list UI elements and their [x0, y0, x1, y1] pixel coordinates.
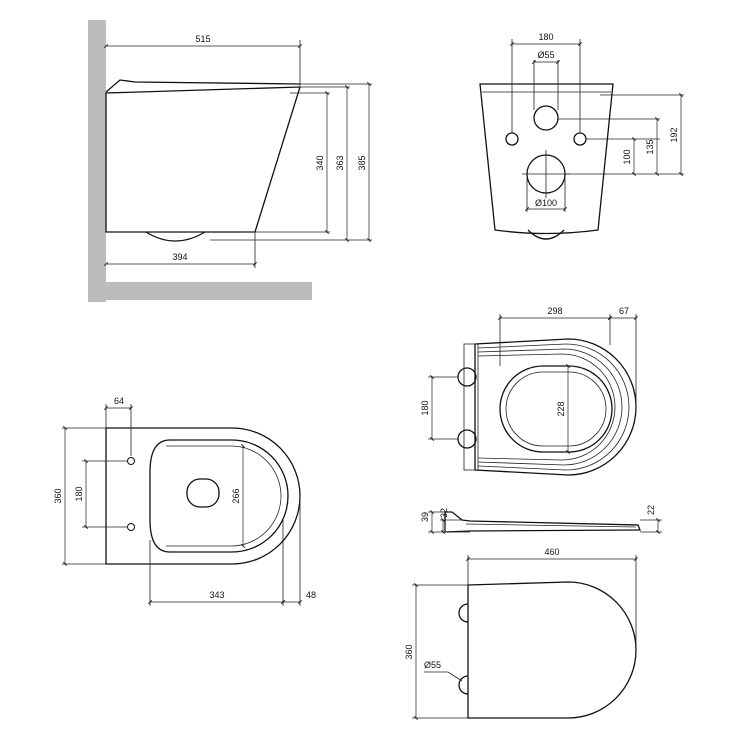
seat-hole-lower	[127, 523, 135, 531]
seat-plan-view: 298 67 180 228	[420, 306, 638, 476]
lid-hinge-lower	[458, 675, 469, 695]
side-view: 515 340 363 385 394	[88, 20, 372, 302]
dim-340: 340	[315, 155, 325, 170]
dim-dia100: Ø100	[535, 198, 557, 208]
dim-22: 22	[646, 505, 656, 515]
dim-dia55: Ø55	[424, 660, 441, 670]
seat-side-profile	[444, 511, 641, 533]
bowl-rim-inner	[149, 439, 289, 553]
back-view: 180 Ø55 192 135 100 Ø100	[479, 32, 684, 240]
hinge-upper	[457, 367, 477, 387]
fixing-hole-upper	[533, 105, 559, 131]
dim-135: 135	[645, 139, 655, 154]
dim-515: 515	[195, 34, 210, 44]
seat-hole-upper	[127, 457, 135, 465]
dim-180: 180	[538, 32, 553, 42]
dim-39: 39	[420, 512, 430, 522]
dim-48: 48	[306, 590, 316, 600]
seat-side-view: 39 32 22	[420, 505, 662, 534]
lid-plan-view: 460 360 Ø55	[404, 547, 638, 720]
hinge-lower	[457, 429, 477, 449]
bowl-base-curve	[527, 229, 565, 240]
dim-64: 64	[114, 396, 124, 406]
lid-hinge-upper	[458, 603, 469, 623]
dim-67: 67	[619, 306, 629, 316]
lid-outline	[467, 581, 637, 719]
bowl-top-outline	[105, 427, 301, 565]
dim-228: 228	[556, 401, 566, 416]
wall-vertical	[88, 20, 106, 302]
fixing-hole-left	[505, 132, 519, 146]
dim-180: 180	[420, 400, 430, 415]
dim-394: 394	[172, 252, 187, 262]
dim-266: 266	[231, 488, 241, 503]
top-view: 64 360 180 266 343 48	[53, 396, 316, 606]
bowl-opening	[186, 478, 220, 508]
dim-360: 360	[404, 644, 414, 659]
dim-343: 343	[209, 590, 224, 600]
bowl-bottom-curve	[145, 231, 206, 242]
dim-360: 360	[53, 488, 63, 503]
dim-100: 100	[622, 149, 632, 164]
dim-192: 192	[669, 127, 679, 142]
dim-385: 385	[357, 155, 367, 170]
dim-363: 363	[335, 155, 345, 170]
bowl-back-outline	[479, 83, 614, 235]
fixing-hole-right	[573, 132, 587, 146]
dim-180: 180	[74, 486, 84, 501]
bowl-rim-line	[166, 445, 282, 547]
floor	[88, 282, 312, 300]
seat-lid-profile	[105, 79, 301, 93]
seat-opening	[499, 365, 613, 453]
dim-460: 460	[544, 547, 559, 557]
dim-298: 298	[547, 306, 562, 316]
dim-32: 32	[439, 508, 449, 518]
seat-outer-outline	[474, 338, 637, 476]
dim-dia55: Ø55	[537, 50, 554, 60]
bowl-side-outline	[105, 86, 301, 233]
